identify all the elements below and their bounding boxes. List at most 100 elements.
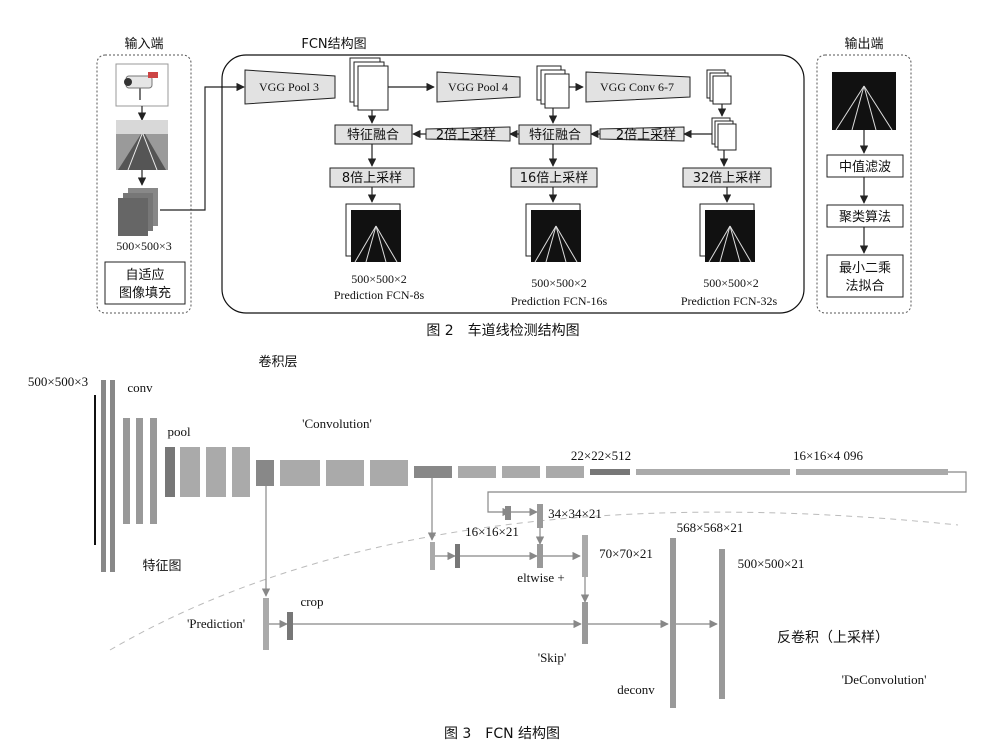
conv5-block-a xyxy=(458,466,496,478)
pool4-feature-stack xyxy=(536,65,570,109)
conv5-block-c xyxy=(546,466,584,478)
size-16x16x21: 16×16×21 xyxy=(465,524,519,539)
upscore-pool4-bar xyxy=(582,535,588,577)
median-filter-box xyxy=(826,154,904,178)
least-squares-line2: 法拟合 xyxy=(845,279,884,294)
camera-icon xyxy=(115,63,169,107)
output-lane-image xyxy=(832,72,896,131)
prediction-fcn32s-image xyxy=(699,203,755,263)
conv4-block-a xyxy=(280,460,320,486)
fuse-block-left xyxy=(334,124,413,145)
fig3-input-size: 500×500×3 xyxy=(28,374,88,389)
fc-loop-arrow xyxy=(487,471,967,517)
vgg-pool3-block xyxy=(244,69,336,105)
size-500x500x21: 500×500×21 xyxy=(738,556,805,571)
conv4-block-c xyxy=(370,460,408,486)
conv3-block-b xyxy=(206,447,226,497)
up16x-block xyxy=(510,167,598,188)
adaptive-fill-line2: 图像填充 xyxy=(119,285,171,301)
input-size: 500×500×3 xyxy=(116,239,172,253)
eltwise-label: eltwise + xyxy=(517,570,564,585)
figure-2-caption: 图 2 车道线检测结构图 xyxy=(426,322,579,339)
adaptive-fill-box xyxy=(104,261,186,305)
vgg-conv67-label: VGG Conv 6-7 xyxy=(600,80,674,94)
fcn-frame xyxy=(221,54,805,314)
pool4-block xyxy=(414,466,452,478)
conv-label: conv xyxy=(127,380,153,395)
up2x-label-left: 2倍上采样 xyxy=(436,128,496,143)
conv67-score-stack xyxy=(711,117,737,151)
median-filter-label: 中值滤波 xyxy=(839,159,891,175)
output-label: 输出端 xyxy=(844,36,883,52)
size-70x70x21: 70×70×21 xyxy=(599,546,653,561)
prediction-fcn16s-image xyxy=(525,203,581,263)
prediction-fcn32s-label: Prediction FCN-32s xyxy=(681,294,778,308)
deconvolution-label: 'DeConvolution' xyxy=(842,672,927,687)
score-fr-bar xyxy=(505,506,511,520)
prediction-fcn8s-label: Prediction FCN-8s xyxy=(334,288,425,302)
size-22x22x512: 22×22×512 xyxy=(571,448,631,463)
pool4-score-bar xyxy=(430,542,435,570)
fuse-pool4-bar xyxy=(537,544,543,568)
least-squares-line1: 最小二乘 xyxy=(839,261,891,276)
adaptive-fill-line1: 自适应 xyxy=(125,267,164,283)
fuse-label-right: 特征融合 xyxy=(529,128,581,143)
upscore2-bar xyxy=(537,504,543,528)
up2x-block-right xyxy=(599,126,685,142)
pool3-block xyxy=(256,460,274,486)
vgg-pool3-label: VGG Pool 3 xyxy=(259,80,319,94)
prediction-fcn8s-image xyxy=(345,203,401,263)
deconv-label: deconv xyxy=(617,682,655,697)
crop-label: crop xyxy=(300,594,323,609)
input-panel xyxy=(96,54,192,314)
out-size-32s: 500×500×2 xyxy=(703,276,759,290)
pool3-score-bar xyxy=(263,598,269,650)
least-squares-box xyxy=(826,254,904,298)
conv2-bar-c xyxy=(150,418,157,524)
fuse-label-left: 特征融合 xyxy=(347,128,399,143)
up16x-label: 16倍上采样 xyxy=(520,171,589,186)
figure-3-caption: 图 3 FCN 结构图 xyxy=(444,726,560,742)
vgg-pool4-label: VGG Pool 4 xyxy=(448,80,508,94)
out-size-16s: 500×500×2 xyxy=(531,276,587,290)
conv67-feature-stack xyxy=(706,69,732,105)
conv1-bar-a xyxy=(101,380,106,572)
up2x-label-right: 2倍上采样 xyxy=(616,128,676,143)
input-tensor-stack xyxy=(118,188,158,236)
pool3-feature-stack xyxy=(349,57,389,111)
cluster-box xyxy=(826,204,904,228)
output-bar xyxy=(719,549,725,699)
output-panel xyxy=(816,54,912,314)
vgg-pool4-block xyxy=(436,71,521,103)
fc6-block xyxy=(636,469,790,475)
vgg-conv67-block xyxy=(585,71,691,103)
fc7-block xyxy=(796,469,948,475)
figure-3: 500×500×3 卷积层 conv pool 'Convolution' 特征… xyxy=(28,354,967,742)
pool-label: pool xyxy=(167,424,191,439)
size-568x568x21: 568×568×21 xyxy=(677,520,744,535)
size-16x16x4096: 16×16×4 096 xyxy=(793,448,863,463)
conv1-bar-b xyxy=(110,380,115,572)
up8x-label: 8倍上采样 xyxy=(342,171,402,186)
conv3-block-a xyxy=(180,447,200,497)
up2x-block-left xyxy=(425,126,511,142)
pool4-crop-bar xyxy=(455,544,460,568)
input-label: 输入端 xyxy=(124,36,163,52)
encoder-decoder-divider xyxy=(109,511,959,651)
conv-layer-label: 卷积层 xyxy=(258,354,297,370)
size-34x34x21: 34×34×21 xyxy=(548,506,602,521)
up32x-label: 32倍上采样 xyxy=(693,171,762,186)
conv4-block-b xyxy=(326,460,364,486)
conv2-bar-a xyxy=(123,418,130,524)
feature-map-label: 特征图 xyxy=(142,559,181,574)
conv3-block-c xyxy=(232,447,250,497)
pool-bar xyxy=(165,447,175,497)
convolution-label: 'Convolution' xyxy=(302,416,372,431)
out-size-8s: 500×500×2 xyxy=(351,272,407,286)
road-image xyxy=(116,120,168,171)
deconv-bar xyxy=(670,538,676,708)
pool3-crop-bar xyxy=(287,612,293,640)
prediction-label: 'Prediction' xyxy=(187,616,245,631)
conv2-bar-b xyxy=(136,418,143,524)
